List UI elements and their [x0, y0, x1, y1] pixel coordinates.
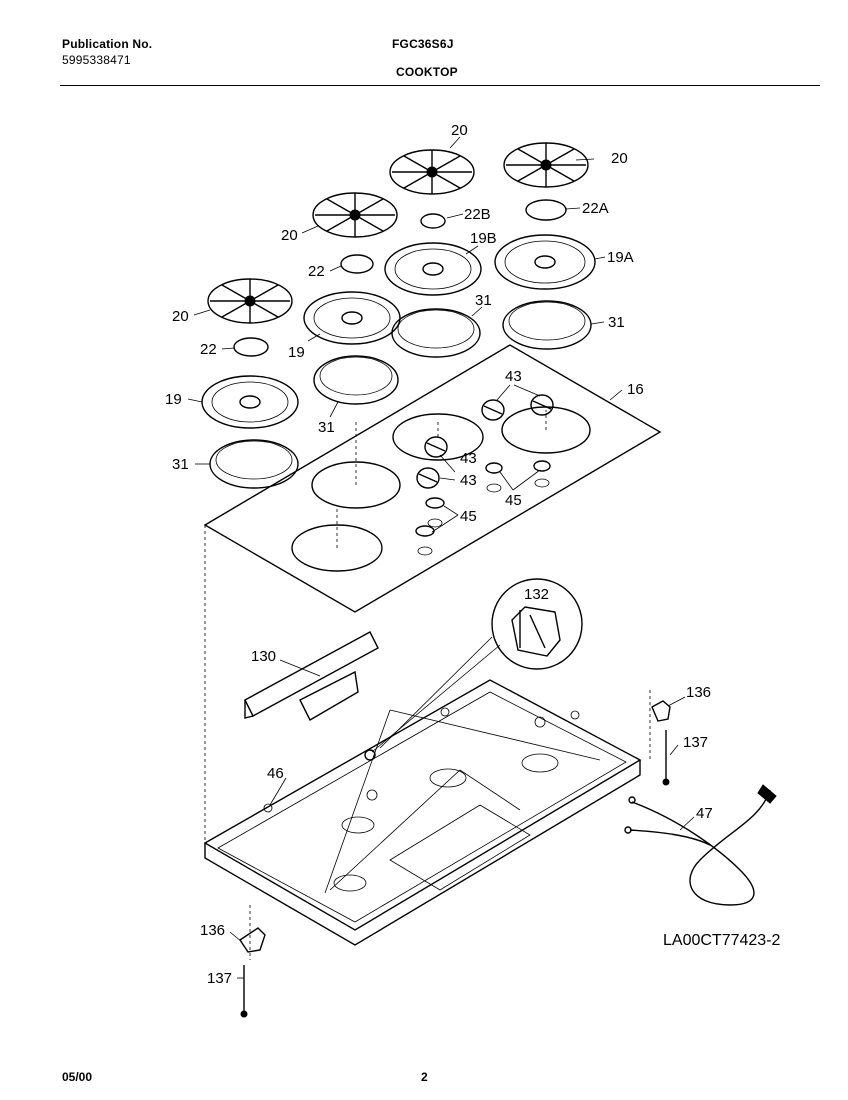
- footer-page-number: 2: [421, 1070, 428, 1084]
- trim-ring-31-center: [391, 308, 481, 358]
- callout-136-left: 136: [200, 922, 225, 939]
- leader-lines: [187, 136, 695, 979]
- publication-number: 5995338471: [62, 53, 131, 67]
- callout-45-right: 45: [505, 492, 522, 509]
- grate-20-mid-left: [312, 192, 398, 238]
- callout-19b: 19B: [470, 230, 497, 247]
- callout-45-left: 45: [460, 508, 477, 525]
- bottom-pan-46: [203, 679, 642, 946]
- burner-cap-22b: [420, 213, 446, 229]
- callout-137-right: 137: [683, 734, 708, 751]
- section-title: COOKTOP: [396, 65, 458, 79]
- burner-head-19a: [494, 234, 596, 290]
- alignment-lines: [204, 525, 651, 960]
- callout-31-left: 31: [172, 456, 189, 473]
- trim-ring-31-middle: [313, 355, 399, 405]
- bracket-130: [244, 631, 379, 721]
- callout-136-right: 136: [686, 684, 711, 701]
- bracket-136-left: [239, 927, 266, 953]
- grate-20-top-right: [503, 142, 589, 188]
- knob-43-d: [416, 467, 440, 489]
- callout-22-lower: 22: [200, 341, 217, 358]
- callout-47: 47: [696, 805, 713, 822]
- knob-43-c: [424, 436, 448, 458]
- screw-137-left: [240, 965, 248, 1018]
- burner-head-19-upper: [303, 291, 401, 345]
- callout-19-lower: 19: [165, 391, 182, 408]
- callout-43-lower: 43: [460, 472, 477, 489]
- callout-19-upper: 19: [288, 344, 305, 361]
- burner-head-19b: [384, 242, 482, 296]
- callout-130: 130: [251, 648, 276, 665]
- callout-22-upper: 22: [308, 263, 325, 280]
- trim-ring-31-right: [502, 300, 592, 350]
- knob-43-b: [530, 394, 554, 416]
- grate-20-top-center: [389, 149, 475, 195]
- callout-20-mid-left: 20: [281, 227, 298, 244]
- callout-22a: 22A: [582, 200, 609, 217]
- publication-label: Publication No.: [62, 37, 153, 51]
- knob-43-a: [481, 399, 505, 421]
- cooktop-top-16: [203, 344, 662, 613]
- callout-20-top-center: 20: [451, 122, 468, 139]
- callout-31-middle: 31: [318, 419, 335, 436]
- footer-date: 05/00: [62, 1070, 93, 1084]
- callout-19a: 19A: [607, 249, 634, 266]
- bracket-136-right: [651, 700, 671, 722]
- burner-cap-22a: [525, 199, 567, 221]
- callout-20-left: 20: [172, 308, 189, 325]
- callout-132: 132: [524, 586, 549, 603]
- header-rule: [60, 85, 820, 86]
- callout-137-left: 137: [207, 970, 232, 987]
- knob-seals-45: [415, 460, 551, 556]
- screw-137-right: [662, 730, 670, 786]
- power-cord-47: [624, 784, 777, 906]
- drawing-id: LA00CT77423-2: [663, 932, 781, 949]
- burner-cap-22-lower: [233, 337, 269, 357]
- burner-head-19-lower: [201, 375, 299, 429]
- callout-16: 16: [627, 381, 644, 398]
- grate-20-left: [207, 278, 293, 324]
- callout-43-middle: 43: [460, 450, 477, 467]
- callout-20-top-right: 20: [611, 150, 628, 167]
- ignitor-detail-132: [364, 578, 583, 761]
- callout-43-upper: 43: [505, 368, 522, 385]
- callout-46: 46: [267, 765, 284, 782]
- callout-22b: 22B: [464, 206, 491, 223]
- trim-ring-31-left: [209, 439, 299, 489]
- burner-cap-22-upper: [340, 254, 374, 274]
- callout-31-center: 31: [475, 292, 492, 309]
- model-number: FGC36S6J: [392, 37, 454, 51]
- callout-31-right: 31: [608, 314, 625, 331]
